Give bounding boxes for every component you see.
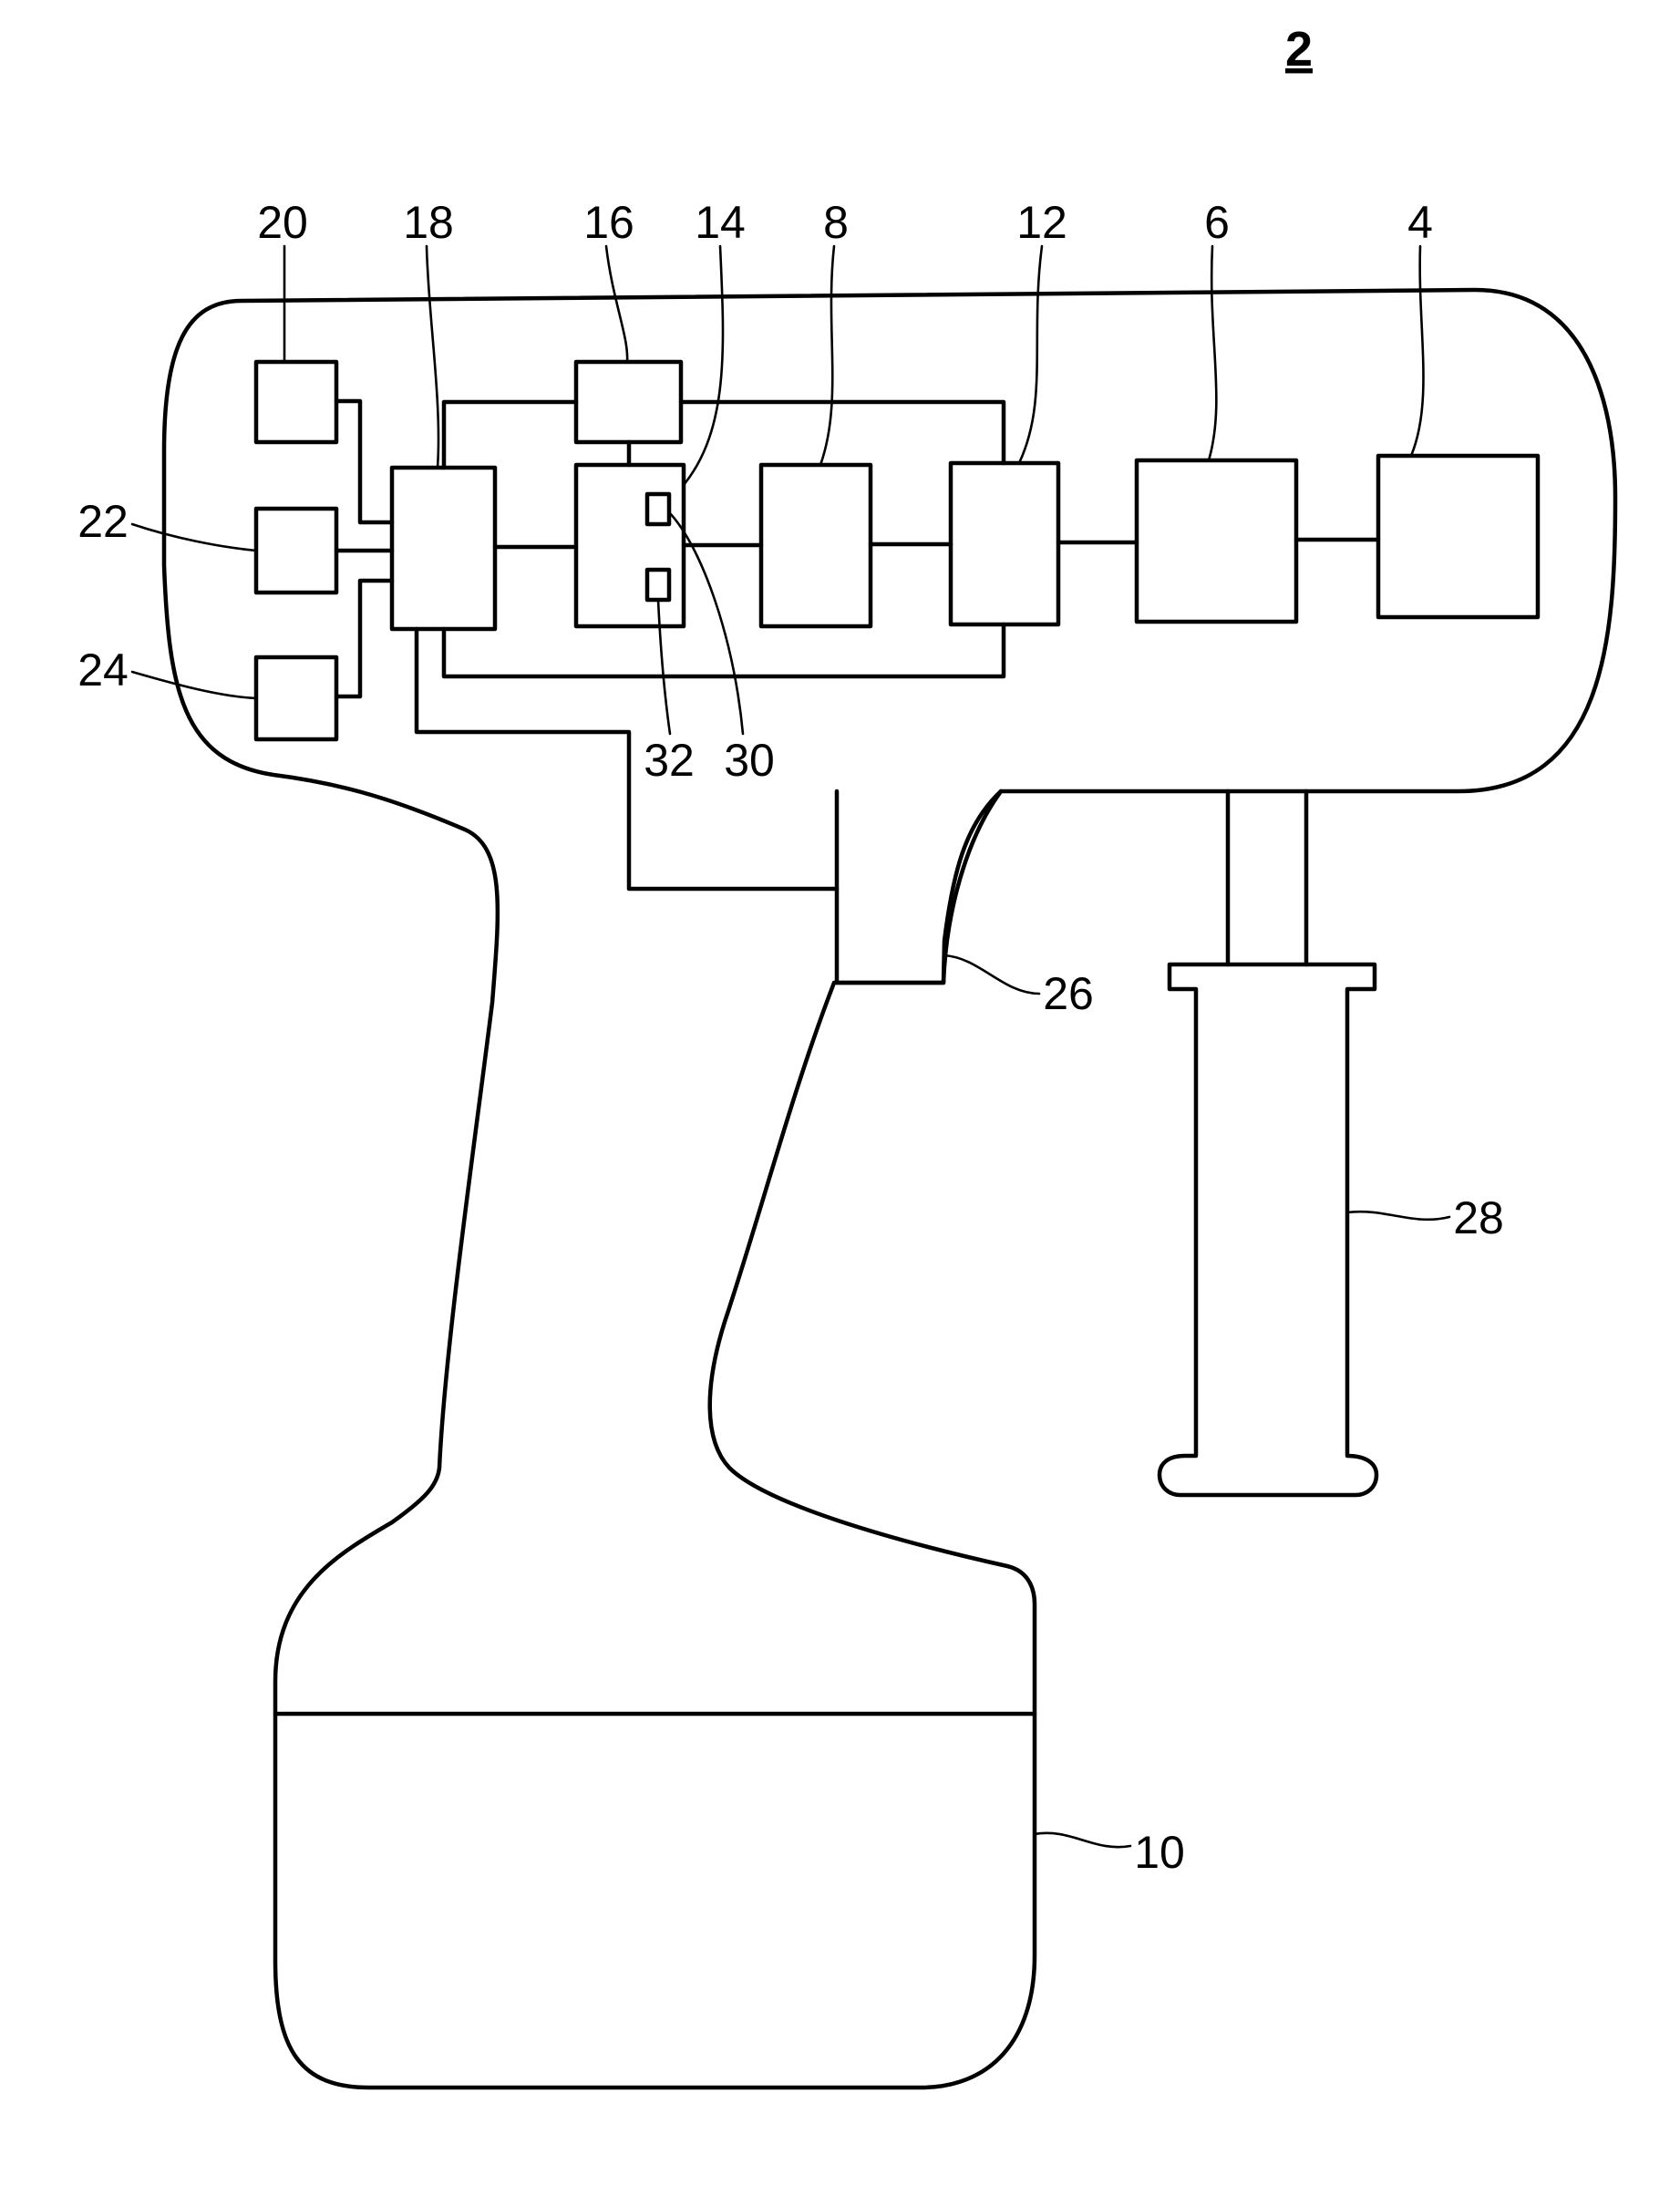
block-30	[647, 494, 669, 524]
block-16	[576, 362, 681, 442]
figure-number: 2	[1285, 22, 1313, 77]
leader-14	[684, 246, 723, 485]
label-26: 26	[1043, 968, 1094, 1019]
label-8: 8	[823, 197, 849, 248]
leader-22	[132, 524, 256, 551]
block-20	[256, 362, 336, 442]
leader-16	[606, 246, 627, 362]
leader-12	[1019, 246, 1042, 463]
block-6	[1137, 460, 1296, 622]
label-30: 30	[724, 735, 775, 786]
block-18	[392, 468, 495, 629]
label-22: 22	[77, 496, 129, 547]
tool-housing-outline	[164, 290, 1615, 2088]
block-32	[647, 570, 669, 600]
label-18: 18	[403, 197, 454, 248]
tool-bit-28	[1160, 964, 1376, 1495]
wire-20-18	[336, 401, 392, 522]
label-6: 6	[1204, 197, 1230, 248]
bit-shaft	[1228, 791, 1306, 964]
leader-32	[658, 600, 670, 734]
leader-18	[427, 246, 438, 468]
label-14: 14	[695, 197, 746, 248]
label-28: 28	[1453, 1192, 1504, 1243]
label-24: 24	[77, 644, 129, 696]
label-16: 16	[583, 197, 634, 248]
label-12: 12	[1016, 197, 1067, 248]
wire-24-18	[336, 581, 392, 696]
block-12	[951, 463, 1058, 624]
label-32: 32	[644, 735, 695, 786]
label-4: 4	[1407, 197, 1433, 248]
wire-16-12	[681, 402, 1004, 463]
label-20: 20	[257, 197, 308, 248]
block-22	[256, 509, 336, 593]
block-14	[576, 465, 684, 626]
label-10: 10	[1134, 1827, 1185, 1878]
block-8	[761, 465, 871, 626]
leader-28	[1347, 1212, 1449, 1220]
block-4	[1378, 456, 1538, 617]
leader-10	[1035, 1833, 1130, 1847]
leader-6	[1209, 246, 1216, 460]
wire-18-16	[444, 402, 576, 468]
leader-4	[1411, 246, 1423, 456]
leader-26	[943, 955, 1039, 994]
leader-24	[132, 672, 256, 698]
block-24	[256, 657, 336, 739]
leader-8	[820, 246, 834, 465]
